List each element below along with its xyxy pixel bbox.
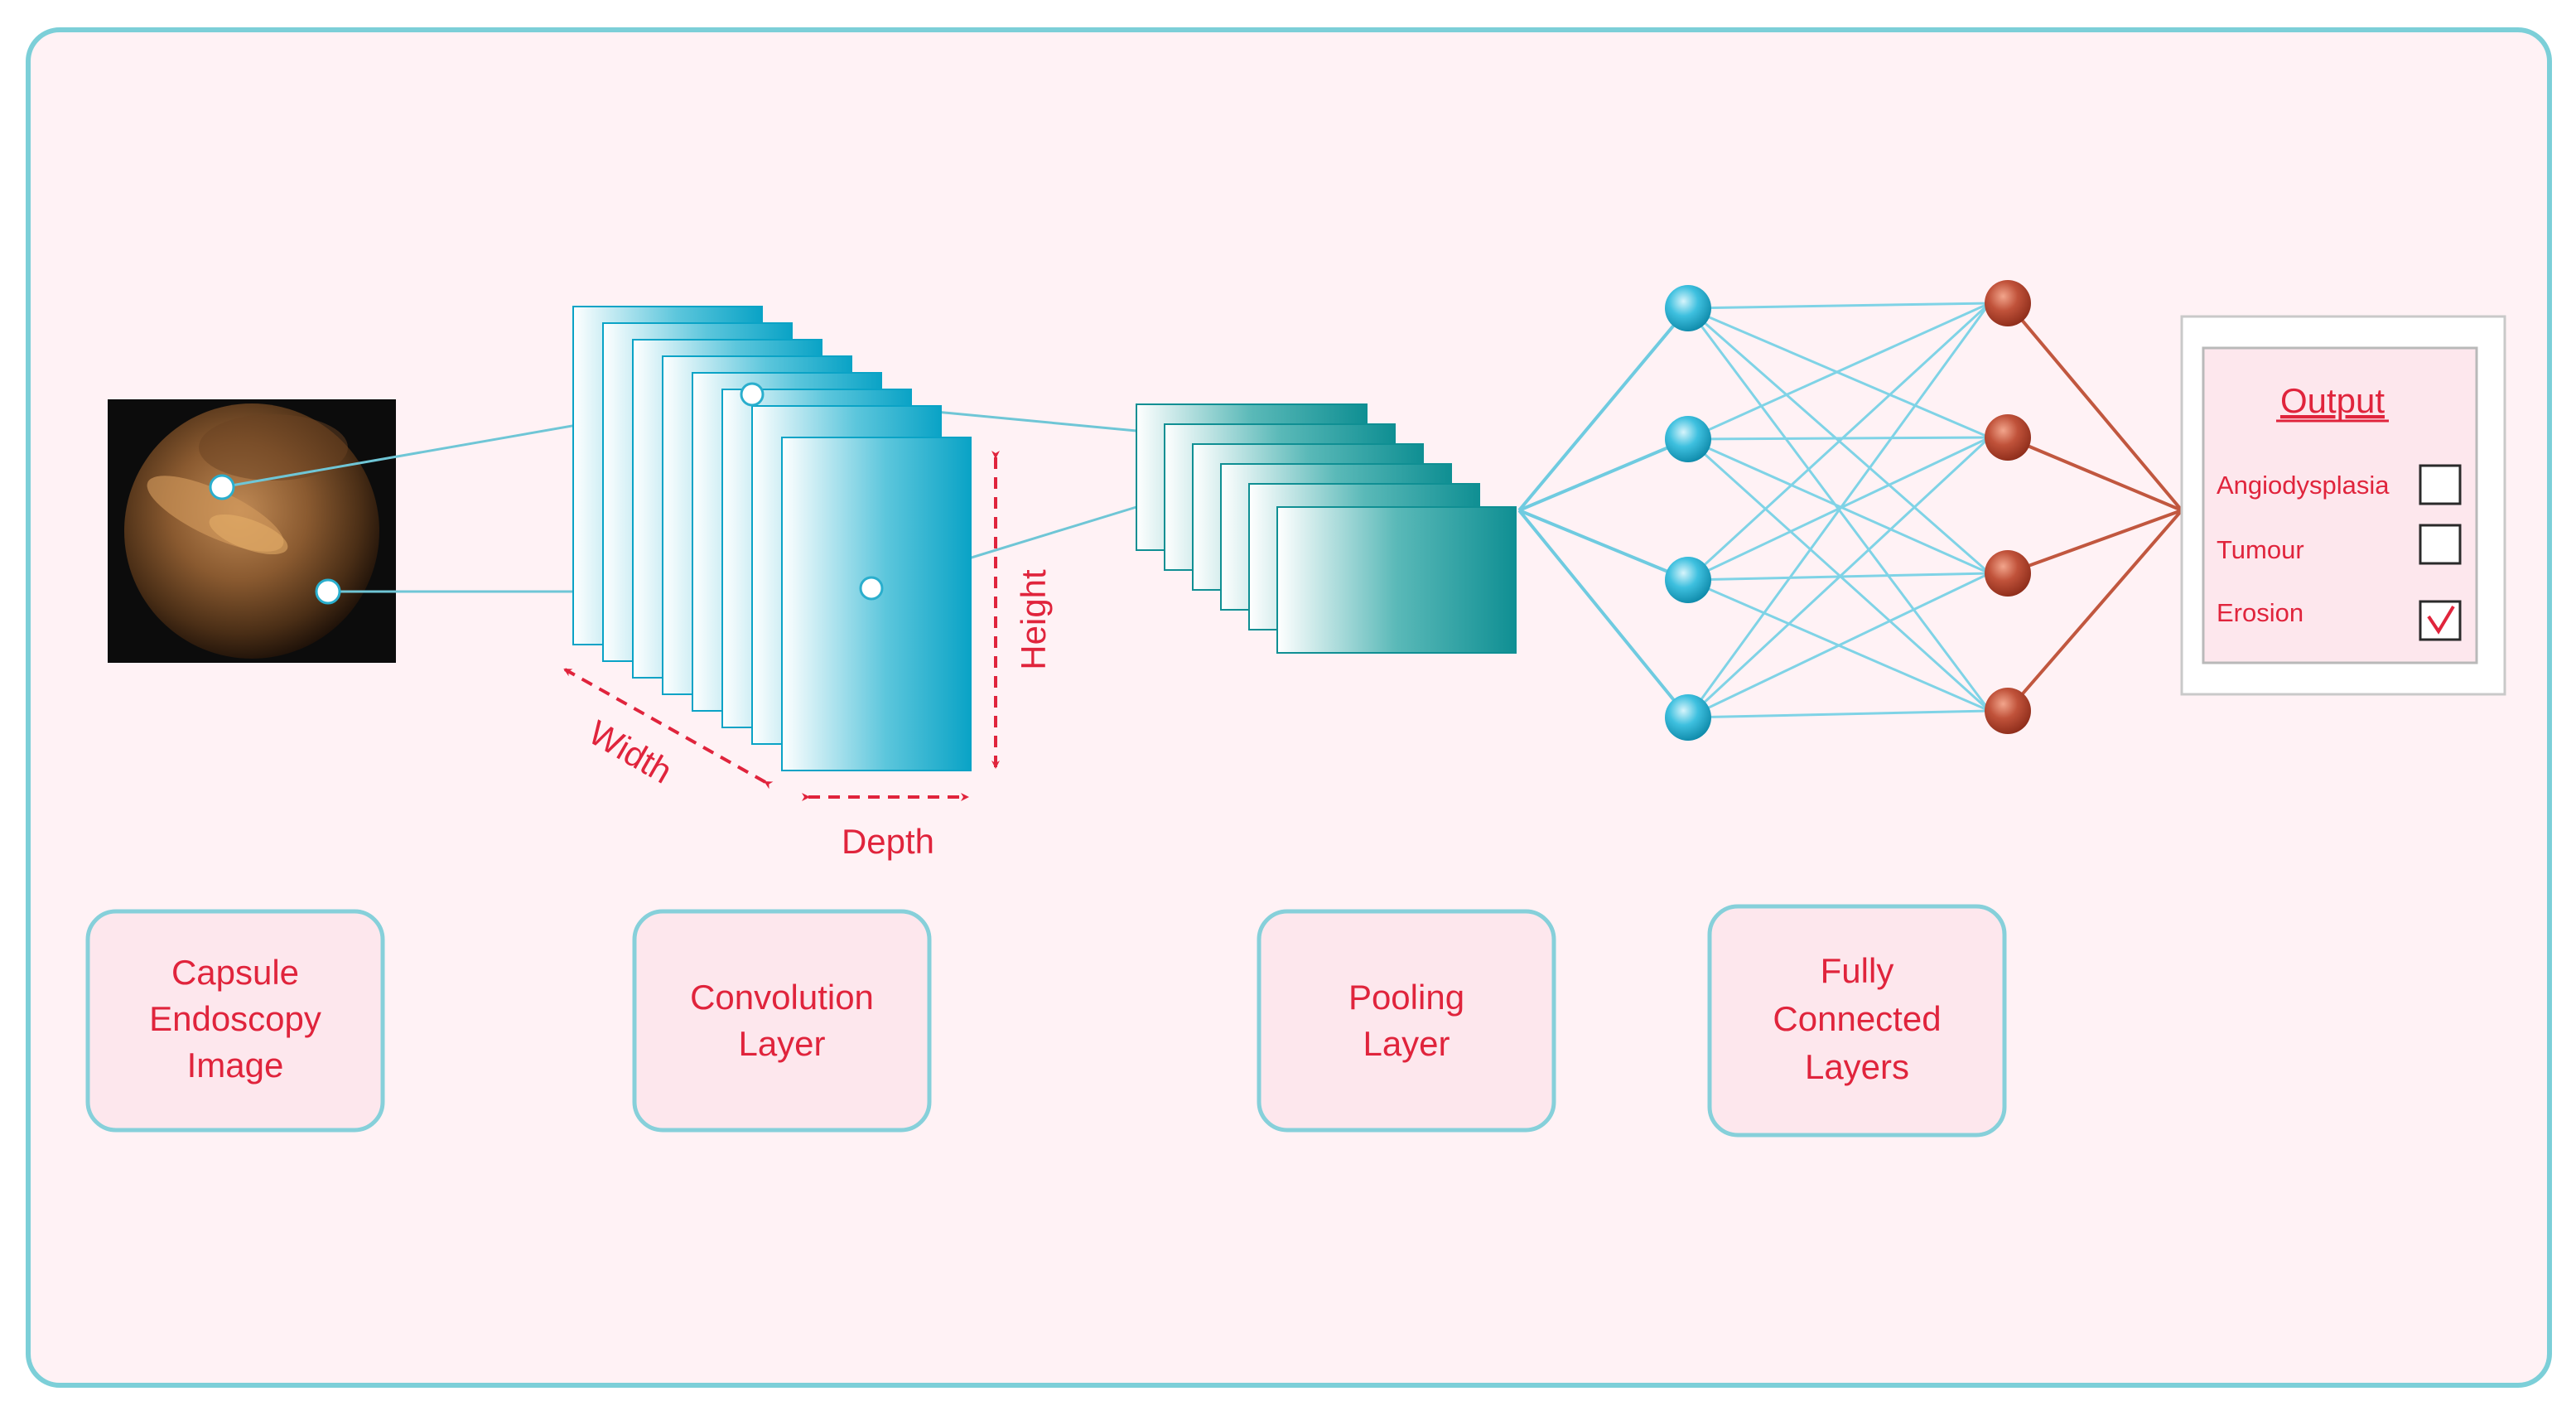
fc-output-node: [1985, 414, 2031, 461]
fc-edge: [1687, 302, 1990, 441]
fc-output-node: [1985, 280, 2031, 326]
stage-text: Capsule: [171, 953, 299, 992]
diagram-frame: [26, 27, 2552, 1388]
output-class-label: Angiodysplasia: [2217, 471, 2390, 500]
fc-input-node: [1665, 557, 1711, 603]
pooling-feature-maps: [1136, 403, 1517, 654]
fc-to-output-edge: [2007, 509, 2183, 575]
fc-edge: [1686, 437, 1991, 713]
stage-text: Layer: [738, 1024, 825, 1063]
fc-to-output-edge: [2006, 509, 2183, 713]
fc-edge: [1686, 436, 1991, 719]
fc-edges: [1517, 302, 2183, 719]
fc-output-node: [1985, 550, 2031, 597]
stage-text: Pooling: [1348, 978, 1464, 1017]
fc-edge: [1687, 437, 1990, 575]
fc-to-output-edge: [2007, 436, 2183, 512]
fc-edge: [1686, 302, 1991, 582]
endoscopy-image: [108, 399, 396, 663]
output-title: Output: [2280, 381, 2385, 420]
output-class-label: Erosion: [2217, 598, 2303, 627]
stage-text: Fully: [1821, 951, 1894, 990]
stage-text: Connected: [1773, 999, 1941, 1038]
fc-input-node: [1665, 694, 1711, 741]
stage-text: Layer: [1363, 1024, 1450, 1063]
output-class-label: Tumour: [2217, 535, 2304, 564]
fc-edge: [1686, 302, 1991, 718]
stage-text: Image: [187, 1046, 284, 1085]
depth-label: Depth: [842, 822, 934, 861]
output-checkbox[interactable]: [2419, 524, 2462, 565]
fc-input-node: [1665, 416, 1711, 462]
fc-nodes: [1665, 280, 2031, 741]
fc-edge: [1687, 302, 1990, 310]
output-panel: Output Angiodysplasia Tumour Erosion: [2180, 315, 2506, 696]
pool-to-fc-edge: [1518, 437, 1689, 512]
convolution-feature-maps: [572, 306, 972, 771]
fc-output-node: [1985, 688, 2031, 734]
fc-edge: [1687, 709, 1990, 719]
fc-edge: [1687, 307, 1990, 439]
stage-text: Layers: [1805, 1047, 1909, 1086]
pool-to-fc-edge: [1518, 509, 1689, 582]
pool-to-fc-edge: [1517, 307, 1690, 512]
dimension-arrows: [563, 451, 1000, 801]
fc-edge: [1687, 436, 1990, 441]
check-mark-icon: [2427, 605, 2455, 635]
fc-input-node: [1665, 285, 1711, 331]
fc-to-output-edge: [2006, 302, 2183, 512]
connector-dots: [209, 382, 884, 605]
pool-to-fc-edge: [1517, 509, 1690, 719]
stage-text: Convolution: [690, 978, 874, 1017]
stage-text: Endoscopy: [149, 999, 321, 1038]
fc-edge: [1687, 572, 1990, 719]
height-label: Height: [1014, 569, 1053, 670]
output-checkbox[interactable]: [2419, 464, 2462, 505]
